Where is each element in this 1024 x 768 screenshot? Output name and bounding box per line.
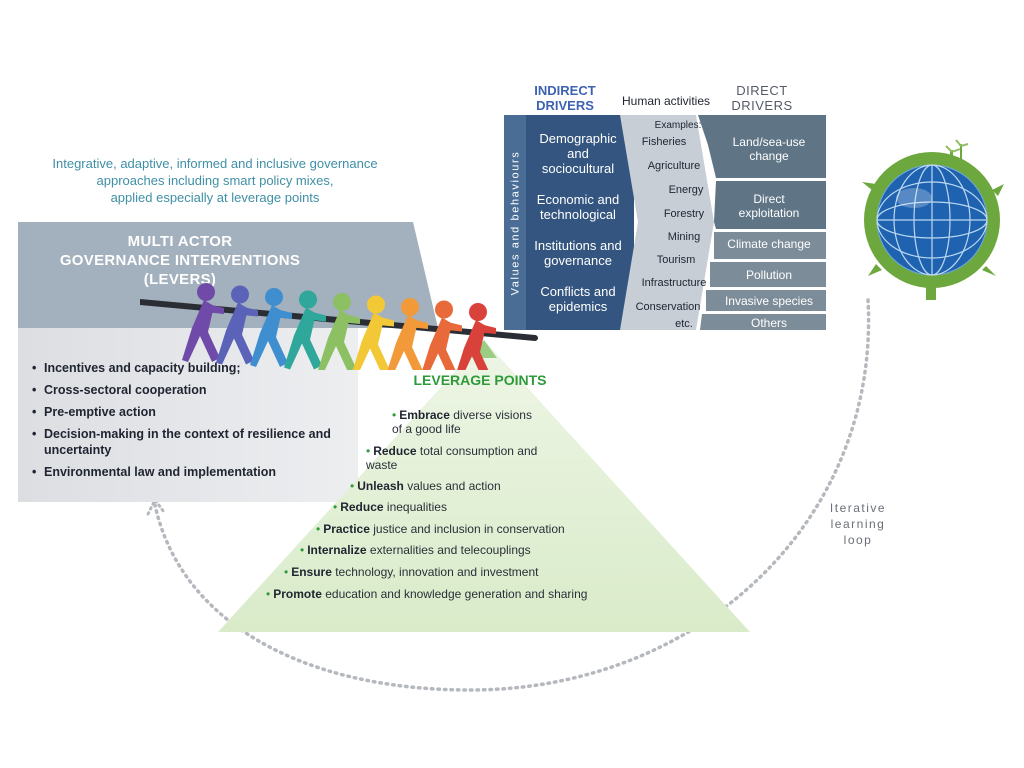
examples-label: Examples: [654, 120, 702, 131]
tug-of-war-people [140, 283, 538, 370]
loop-label-line-3: loop [843, 533, 873, 547]
person-figure [284, 290, 326, 370]
lever-item: Environmental law and implementation [32, 464, 350, 480]
human-activity: Forestry [663, 208, 705, 220]
governance-intro: Integrative, adaptive, informed and incl… [20, 155, 410, 206]
direct-driver-climate: Climate change [727, 237, 811, 251]
ma-title-line-1: MULTI ACTOR [127, 233, 233, 250]
levers-list: Incentives and capacity building; Cross-… [32, 360, 350, 486]
indirect-drivers-column [526, 115, 634, 330]
human-activity: Infrastructure [641, 277, 707, 289]
multi-actor-banner [18, 222, 438, 328]
leverage-item: •Embrace diverse visions of a good life [392, 408, 532, 436]
direct-driver-invasive: Invasive species [724, 294, 814, 308]
intro-line-1: Integrative, adaptive, informed and incl… [52, 156, 378, 171]
multi-actor-title: MULTI ACTOR GOVERNANCE INTERVENTIONS (LE… [30, 232, 330, 289]
person-figure [387, 298, 428, 370]
person-figure [422, 300, 462, 370]
leverage-item: •Reduce total consumption and waste [366, 444, 538, 472]
ma-title-line-3: (LEVERS) [143, 271, 217, 288]
indirect-drivers-header: INDIRECT DRIVERS [520, 83, 610, 113]
dir-header-line-1: DIRECT [736, 83, 788, 98]
direct-drivers-header: DIRECT DRIVERS [720, 83, 804, 113]
iterative-learning-loop-label: Iterative learning loop [818, 500, 898, 548]
ind-header-line-1: INDIRECT [534, 83, 596, 98]
person-figure [352, 295, 394, 370]
leverage-points-title: LEVERAGE POINTS [413, 372, 547, 388]
ma-title-line-2: GOVERNANCE INTERVENTIONS [59, 252, 301, 269]
human-activity: Tourism [656, 254, 696, 266]
human-activity: Fisheries [641, 136, 687, 148]
lever-item: Incentives and capacity building; [32, 360, 350, 376]
intro-line-3: applied especially at leverage points [110, 190, 320, 205]
values-column [504, 115, 526, 330]
leverage-item: •Internalize externalities and telecoupl… [300, 543, 531, 557]
person-figure [318, 293, 360, 370]
person-figure [250, 288, 292, 367]
intro-line-2: approaches including smart policy mixes, [96, 173, 334, 188]
values-label: Values and behaviours [509, 150, 522, 295]
person-figure [457, 303, 496, 370]
human-activities-header: Human activities [621, 94, 711, 108]
direct-driver-pollution: Pollution [745, 268, 793, 282]
leverage-item: •Reduce inequalities [333, 500, 447, 514]
lever-item: Cross-sectoral cooperation [32, 382, 350, 398]
human-activity: Conservation [635, 301, 701, 313]
leverage-item: •Unleash values and action [350, 479, 501, 493]
human-activity: Mining [667, 231, 701, 243]
person-figure [182, 283, 224, 362]
earth-globe-icon [862, 139, 1004, 300]
human-activity: Energy [668, 184, 704, 196]
dir-header-line-2: DRIVERS [731, 98, 793, 113]
lever-item: Pre-emptive action [32, 404, 350, 420]
leverage-item: •Practice justice and inclusion in conse… [316, 522, 565, 536]
human-activities-chevron [620, 115, 826, 330]
leverage-item: •Promote education and knowledge generat… [266, 587, 588, 601]
direct-driver-others: Others [750, 316, 787, 330]
person-figure [216, 285, 258, 365]
lever-item: Decision-making in the context of resili… [32, 426, 350, 458]
loop-label-line-1: Iterative [829, 501, 887, 515]
human-activity: Agriculture [647, 160, 701, 172]
human-activity: etc. [675, 318, 693, 330]
ind-header-line-2: DRIVERS [536, 98, 594, 113]
leverage-item: •Ensure technology, innovation and inves… [284, 565, 539, 579]
loop-label-line-2: learning [830, 517, 886, 531]
